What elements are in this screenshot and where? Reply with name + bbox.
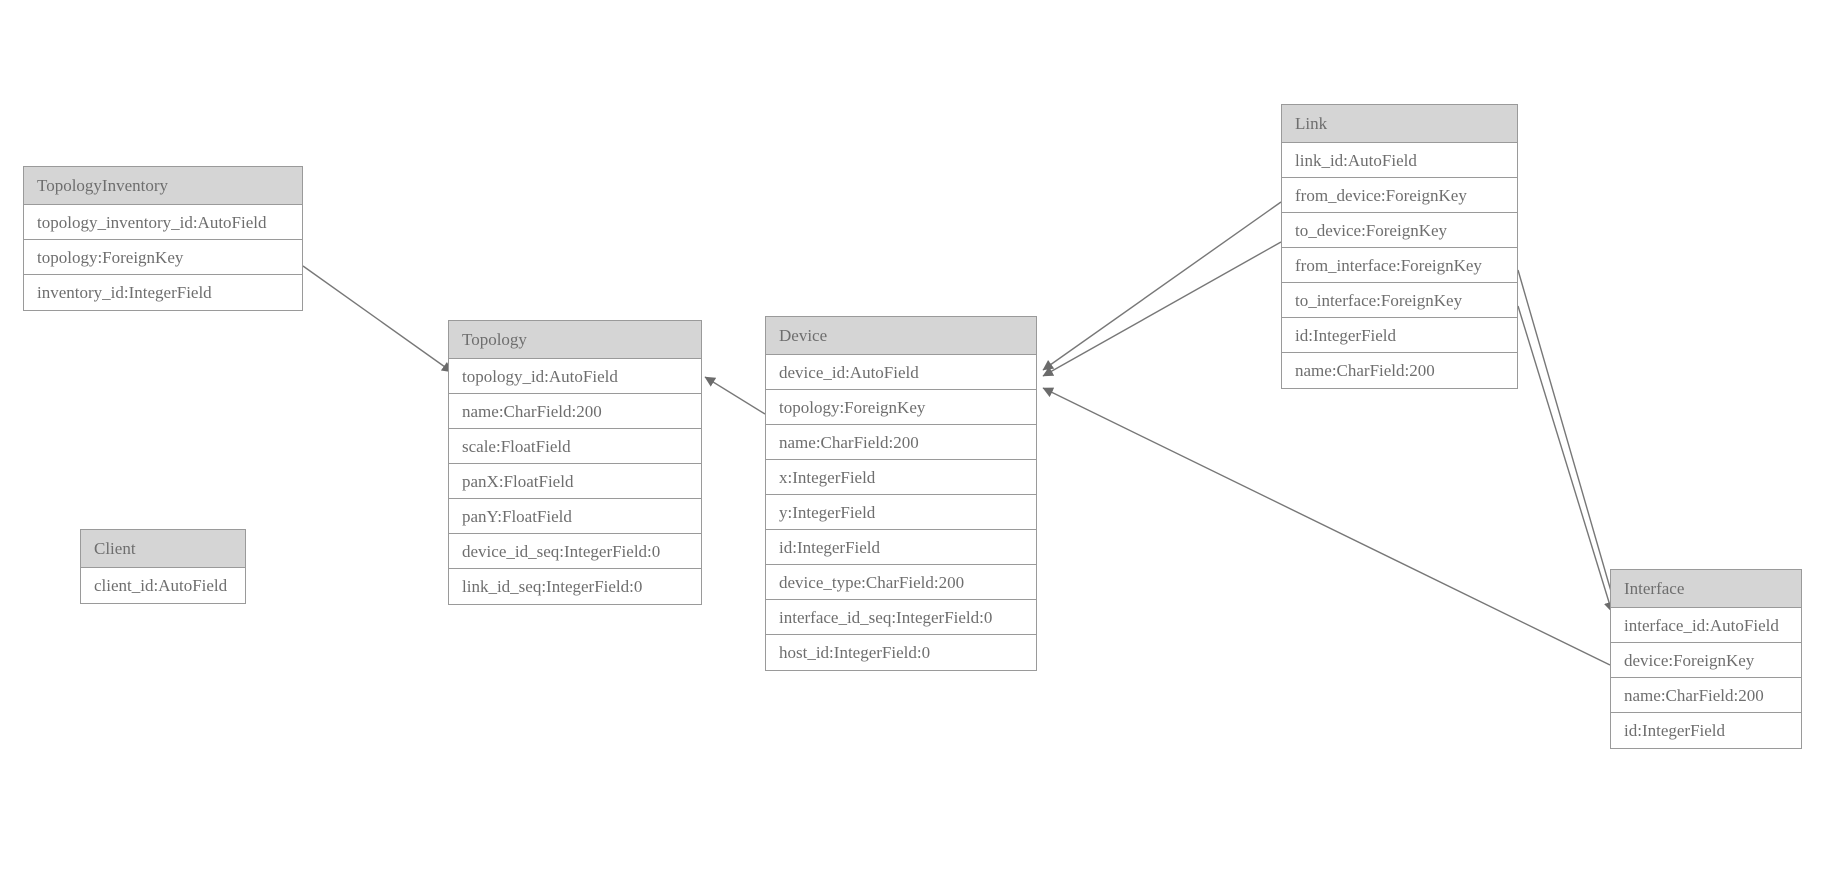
entity-field-row: x:IntegerField [766,460,1036,495]
entity-field-row: topology:ForeignKey [24,240,302,275]
entity-title-client: Client [81,530,245,568]
entity-field-row: name:CharField:200 [766,425,1036,460]
entity-field-row: panX:FloatField [449,464,701,499]
entity-field-row: device_id:AutoField [766,355,1036,390]
entity-field-row: interface_id_seq:IntegerField:0 [766,600,1036,635]
entity-field-row: name:CharField:200 [1611,678,1801,713]
entity-field-row: from_device:ForeignKey [1282,178,1517,213]
entity-title-topology: Topology [449,321,701,359]
entity-field-row: id:IntegerField [766,530,1036,565]
relationship-link-to_device [1042,241,1282,377]
relationship-link-from_device [1042,201,1282,371]
relationship-device-topology [704,376,766,415]
entity-field-row: inventory_id:IntegerField [37,283,212,302]
relationship-interface-device [1042,387,1611,666]
entity-title-link: Link [1282,105,1517,143]
entity-field-row: topology_inventory_id:AutoField [24,205,302,240]
entity-field-row: device_id_seq:IntegerField:0 [449,534,701,569]
entity-field-row: link_id_seq:IntegerField:0 [462,577,643,596]
entity-field-row: to_interface:ForeignKey [1282,283,1517,318]
entity-field-row: topology:ForeignKey [766,390,1036,425]
entity-field-row: host_id:IntegerField:0 [779,643,931,662]
entity-title-device: Device [766,317,1036,355]
entity-field-row: y:IntegerField [766,495,1036,530]
entity-field-row: link_id:AutoField [1282,143,1517,178]
entity-field-row: name:CharField:200 [1295,361,1435,380]
entity-title-topology_inventory: TopologyInventory [24,167,302,205]
entity-field-row: name:CharField:200 [449,394,701,429]
entity-field-row: device_type:CharField:200 [766,565,1036,600]
entity-field-row: scale:FloatField [449,429,701,464]
entity-field-row: panY:FloatField [449,499,701,534]
entity-client[interactable]: Client client_id:AutoField [80,529,246,604]
relationship-topologyinventory-topology [302,265,453,373]
entity-field-row: from_interface:ForeignKey [1282,248,1517,283]
entity-field-row: id:IntegerField [1624,721,1726,740]
entity-field-row: client_id:AutoField [94,576,228,595]
relationship-link-from_interface [1517,269,1620,613]
entity-field-row: interface_id:AutoField [1611,608,1801,643]
entity-field-row: device:ForeignKey [1611,643,1801,678]
entity-field-row: id:IntegerField [1282,318,1517,353]
relationship-link-to_interface [1517,305,1615,613]
entity-title-interface: Interface [1611,570,1801,608]
entity-field-row: topology_id:AutoField [449,359,701,394]
entity-field-row: to_device:ForeignKey [1282,213,1517,248]
